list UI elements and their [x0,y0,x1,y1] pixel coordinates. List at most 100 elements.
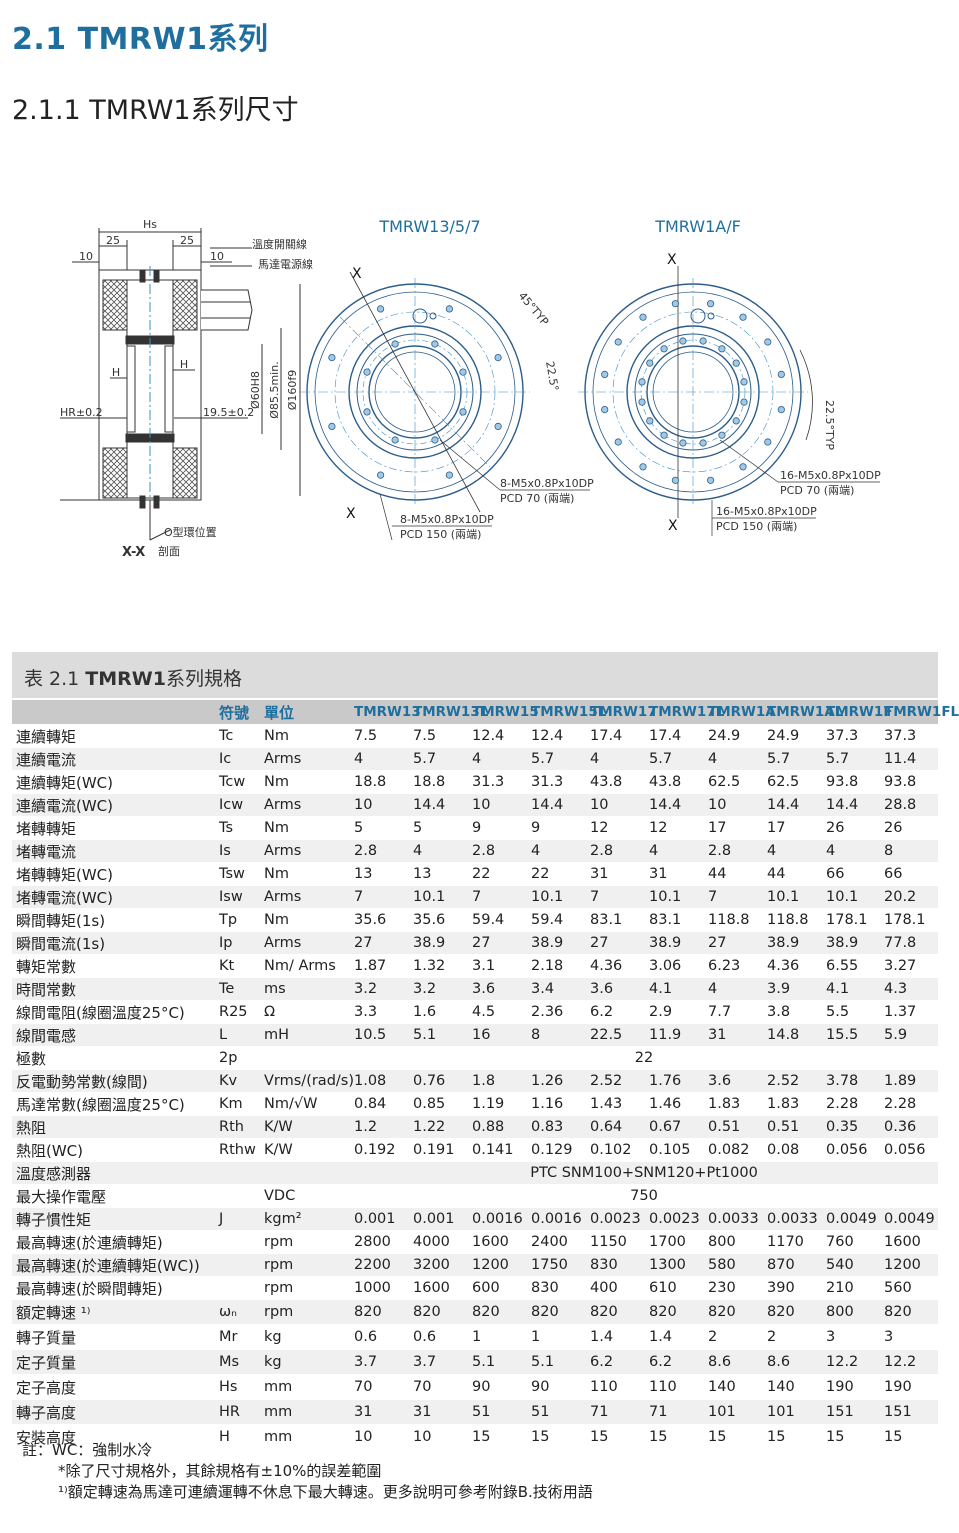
row-name-cell: 堵轉電流 [12,839,215,863]
row-name-cell: 最高轉速(於瞬間轉矩) [12,1276,215,1300]
row-value-cell: 22 [468,862,527,886]
row-value-cell: 62.5 [704,770,763,794]
view1-callout-outer-1: 8-M5x0.8Px10DP [400,513,494,526]
row-symbol-cell: Ts [215,816,260,840]
row-symbol-cell: Ms [215,1349,260,1375]
bolt-hole [363,368,371,376]
row-value-cell: 13 [409,862,468,886]
row-symbol-cell: Te [215,977,260,1001]
row-symbol-cell: Tsw [215,862,260,886]
bolt-hole [646,359,654,367]
row-value-cell: 820 [409,1299,468,1325]
row-value-cell: 0.001 [350,1207,409,1231]
row-value-cell: 5.7 [822,747,880,771]
row-unit-cell [260,1161,350,1185]
row-value-cell: 0.0033 [704,1207,763,1231]
row-value-cell: 2.8 [704,839,763,863]
header-model: TMRW1AL [763,700,843,725]
row-symbol-cell: Rthw [215,1138,260,1162]
row-value-cell: 38.9 [763,931,822,955]
bolt-hole [777,370,785,378]
row-name-cell: 瞬間電流(1s) [12,931,215,955]
row-value-cell: 4.1 [645,977,704,1001]
row-value-cell: 0.129 [527,1138,586,1162]
row-value-cell: 5.5 [822,1000,880,1024]
row-value-cell: 2.9 [645,1000,704,1024]
row-value-cell: 0.36 [880,1115,938,1139]
view2-title: TMRW1A/F [654,217,741,236]
row-value-cell: 10.5 [350,1023,409,1047]
row-symbol-cell: Kt [215,954,260,978]
bolt-hole [494,422,502,430]
row-unit-cell: rpm [260,1230,350,1254]
bolt-hole [764,438,772,446]
row-value-cell: 2.28 [822,1092,880,1116]
row-value-cell: 38.9 [645,931,704,955]
row-value-cell: 14.4 [527,793,586,817]
view1-angle-225: 22.5° [543,360,561,392]
view1-x-bottom: X [346,506,356,522]
row-value-cell: 3.06 [645,954,704,978]
view2-holes [601,300,785,484]
row-name-cell: 最高轉速(於連續轉矩) [12,1230,215,1254]
row-value-cell: 0.0023 [645,1207,704,1231]
power-wire-label: 馬達電源線 [258,257,313,271]
row-value-cell: 0.105 [645,1138,704,1162]
row-symbol-cell: J [215,1207,260,1231]
dim-195-label: 19.5±0.2 [203,406,254,419]
row-value-cell: 3.9 [763,977,822,1001]
view2-callout-inner-2: PCD 70 (兩端) [780,484,854,497]
row-value-cell: 140 [763,1374,822,1400]
row-value-cell: 3.7 [409,1349,468,1375]
row-name-cell: 連續轉矩(WC) [12,770,215,794]
row-value-cell: 5.1 [527,1349,586,1375]
caption-bold: TMRW1 [85,668,166,690]
view1-callout-outer-2: PCD 150 (兩端) [400,528,481,541]
row-merged-value-cell: 750 [350,1184,938,1208]
row-symbol-cell: Tcw [215,770,260,794]
note-line-1: 註：WC：強制水冷 [22,1441,153,1459]
bolt-hole [431,436,439,444]
row-value-cell: 4 [527,839,586,863]
row-value-cell: 230 [704,1276,763,1300]
row-unit-cell: K/W [260,1138,350,1162]
row-value-cell: 24.9 [763,724,822,748]
bolt-hole [718,431,726,439]
row-value-cell: 1600 [880,1230,938,1254]
row-value-cell: 10 [468,793,527,817]
row-value-cell: 8.6 [704,1349,763,1375]
row-value-cell: 24.9 [704,724,763,748]
header-model: TMRW15L [527,700,606,725]
row-name-cell: 轉子高度 [12,1399,215,1425]
row-value-cell: 210 [822,1276,880,1300]
row-unit-cell: Arms [260,747,350,771]
row-value-cell: 101 [763,1399,822,1425]
row-unit-cell: Nm [260,908,350,932]
row-value-cell: 10 [704,793,763,817]
row-value-cell: 0.056 [822,1138,880,1162]
row-value-cell: 0.08 [763,1138,822,1162]
row-unit-cell: Arms [260,839,350,863]
row-value-cell: 31 [704,1023,763,1047]
row-value-cell: 4.5 [468,1000,527,1024]
row-symbol-cell: 2p [215,1046,260,1070]
row-value-cell: 37.3 [822,724,880,748]
dim-25-right: 25 [180,234,194,247]
row-value-cell: 1200 [880,1253,938,1277]
row-value-cell: 12.4 [468,724,527,748]
row-value-cell: 1.22 [409,1115,468,1139]
row-value-cell: 820 [527,1299,586,1325]
row-value-cell: 0.0016 [527,1207,586,1231]
row-value-cell: 93.8 [880,770,938,794]
row-value-cell: 70 [409,1374,468,1400]
bolt-hole [459,368,467,376]
row-unit-cell [260,1046,350,1070]
row-value-cell: 17.4 [586,724,645,748]
row-value-cell: 1.4 [645,1324,704,1350]
